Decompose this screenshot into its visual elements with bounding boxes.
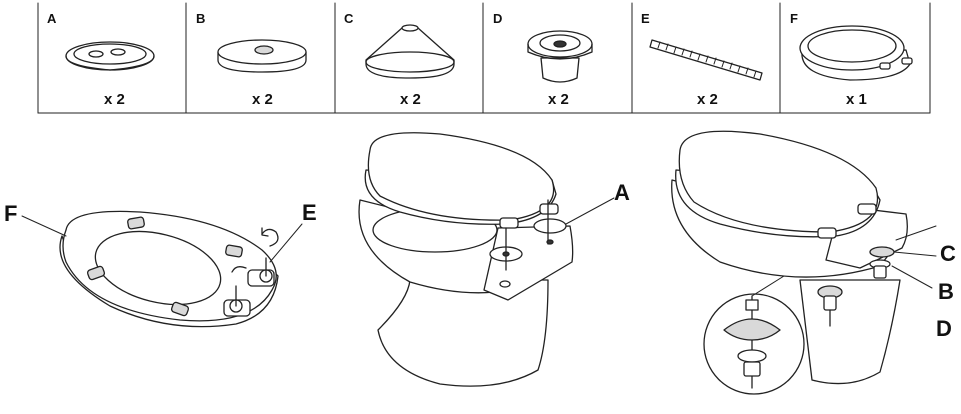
part-quantity: x 2 — [252, 91, 273, 108]
toilet-seat-lid — [364, 132, 559, 229]
callout-c: C — [940, 241, 956, 266]
threaded-rod-icon — [649, 39, 763, 81]
part-cell-a: A x 2 — [47, 11, 155, 108]
nut-icon — [527, 30, 593, 83]
step-2-place-seat: A — [358, 132, 630, 387]
part-letter: C — [344, 11, 354, 26]
part-quantity: x 2 — [400, 91, 421, 108]
leader-line — [565, 197, 615, 225]
part-letter: A — [47, 11, 57, 26]
part-letter: F — [790, 11, 798, 26]
bumper-pads — [86, 216, 243, 317]
leader-line — [269, 223, 303, 263]
part-letter: B — [196, 11, 205, 26]
toilet-seat-lid — [675, 130, 881, 239]
detail-callout-circle — [703, 275, 805, 395]
part-quantity: x 2 — [697, 91, 718, 108]
fastener-stack — [817, 246, 895, 327]
washer-disc-icon — [217, 39, 307, 73]
part-quantity: x 1 — [846, 91, 867, 108]
part-cell-f: F x 1 — [790, 11, 913, 108]
cone-cap-icon — [365, 24, 455, 79]
leader-line — [893, 251, 937, 257]
part-cell-d: D x 2 — [493, 11, 593, 108]
part-cell-b: B x 2 — [196, 11, 307, 108]
toilet-bowl — [358, 199, 574, 387]
part-cell-c: C x 2 — [344, 11, 455, 108]
callout-b: B — [938, 279, 954, 304]
hinge-rods — [223, 257, 275, 317]
rotate-arrow-icon — [231, 227, 279, 273]
callout-a: A — [614, 180, 630, 205]
part-letter: D — [493, 11, 502, 26]
parts-table: A x 2 B x 2 C — [37, 2, 931, 114]
part-cell-e: E x 2 — [641, 11, 763, 108]
leader-line — [21, 215, 67, 237]
step-1-seat-underside: F E — [4, 200, 317, 328]
part-quantity: x 2 — [548, 91, 569, 108]
part-quantity: x 2 — [104, 91, 125, 108]
step-3-fasten: C B D — [671, 130, 956, 395]
leader-line — [895, 225, 937, 241]
callout-d: D — [936, 316, 952, 341]
washer-plate-icon — [65, 41, 155, 71]
callout-e: E — [302, 200, 317, 225]
leader-line — [891, 265, 933, 289]
part-letter: E — [641, 11, 650, 26]
callout-f: F — [4, 201, 17, 226]
mounting-plates — [489, 199, 567, 271]
toilet-seat-icon — [799, 25, 913, 81]
